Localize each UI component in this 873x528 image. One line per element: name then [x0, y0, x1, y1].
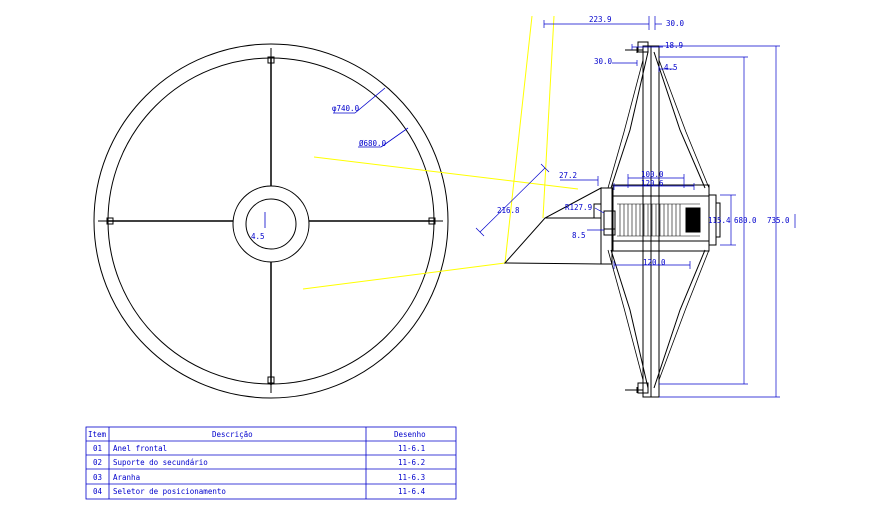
table-row-1-desc: Anel frontal — [113, 444, 167, 453]
hub-inner-circle — [245, 198, 297, 250]
dim-120-6: 120.6 — [641, 179, 664, 188]
dim-216-8: 216.8 — [497, 206, 520, 215]
dim-diameter-740: φ740.0 — [332, 104, 360, 113]
dim-115-4: 115.4 — [708, 216, 731, 225]
dim-diameter-680: Ø680.0 — [359, 139, 387, 148]
dim-8-5: 8.5 — [572, 231, 586, 240]
parts-table — [85, 426, 457, 500]
spider-right-upper — [653, 51, 706, 189]
dim-100: 100.0 — [641, 170, 664, 179]
dim-18-9: 18.9 — [665, 41, 683, 50]
projection-lines — [302, 15, 579, 290]
dim-hub-45: 4.5 — [251, 232, 265, 241]
dim-27-2: 27.2 — [559, 171, 577, 180]
table-row-3-draw: 11-6.3 — [398, 473, 425, 482]
table-row-3-desc: Aranha — [113, 473, 140, 482]
table-row-2-item: 02 — [93, 458, 102, 467]
dim-735: 735.0 — [767, 216, 790, 225]
table-row-4-desc: Seletor de posicionamento — [113, 487, 226, 496]
table-row-2-desc: Suporte do secundário — [113, 458, 208, 467]
side-view — [503, 41, 721, 398]
table-row-4-draw: 11-6.4 — [398, 487, 426, 496]
table-header-description: Descrição — [212, 430, 253, 439]
dim-680: 680.0 — [734, 216, 757, 225]
threaded-rod — [617, 203, 700, 237]
spider-left-lower — [610, 249, 649, 389]
secondary-support-block — [503, 187, 602, 265]
table-header-item: Item — [88, 430, 107, 439]
dim-223-9: 223.9 — [589, 15, 612, 24]
table-row-1-item: 01 — [93, 444, 102, 453]
table-row-4-item: 04 — [93, 487, 103, 496]
table-row-3-item: 03 — [93, 473, 102, 482]
table-row-2-draw: 11-6.2 — [398, 458, 425, 467]
dim-4-5: 4.5 — [664, 63, 678, 72]
spider-left-upper — [610, 51, 649, 189]
dim-120-0: 120.0 — [643, 258, 666, 267]
dim-30-top: 30.0 — [666, 19, 685, 28]
front-view — [93, 43, 449, 399]
secondary-support-box — [600, 187, 613, 265]
dim-30-left: 30.0 — [594, 57, 613, 66]
hub-outer-circle — [232, 185, 310, 263]
spider-right-lower — [653, 249, 706, 389]
dim-r127-9: R127.9 — [565, 203, 592, 212]
table-header-drawing: Desenho — [394, 430, 426, 439]
table-row-1-draw: 11-6.1 — [398, 444, 425, 453]
outer-ring-circle — [93, 43, 449, 399]
